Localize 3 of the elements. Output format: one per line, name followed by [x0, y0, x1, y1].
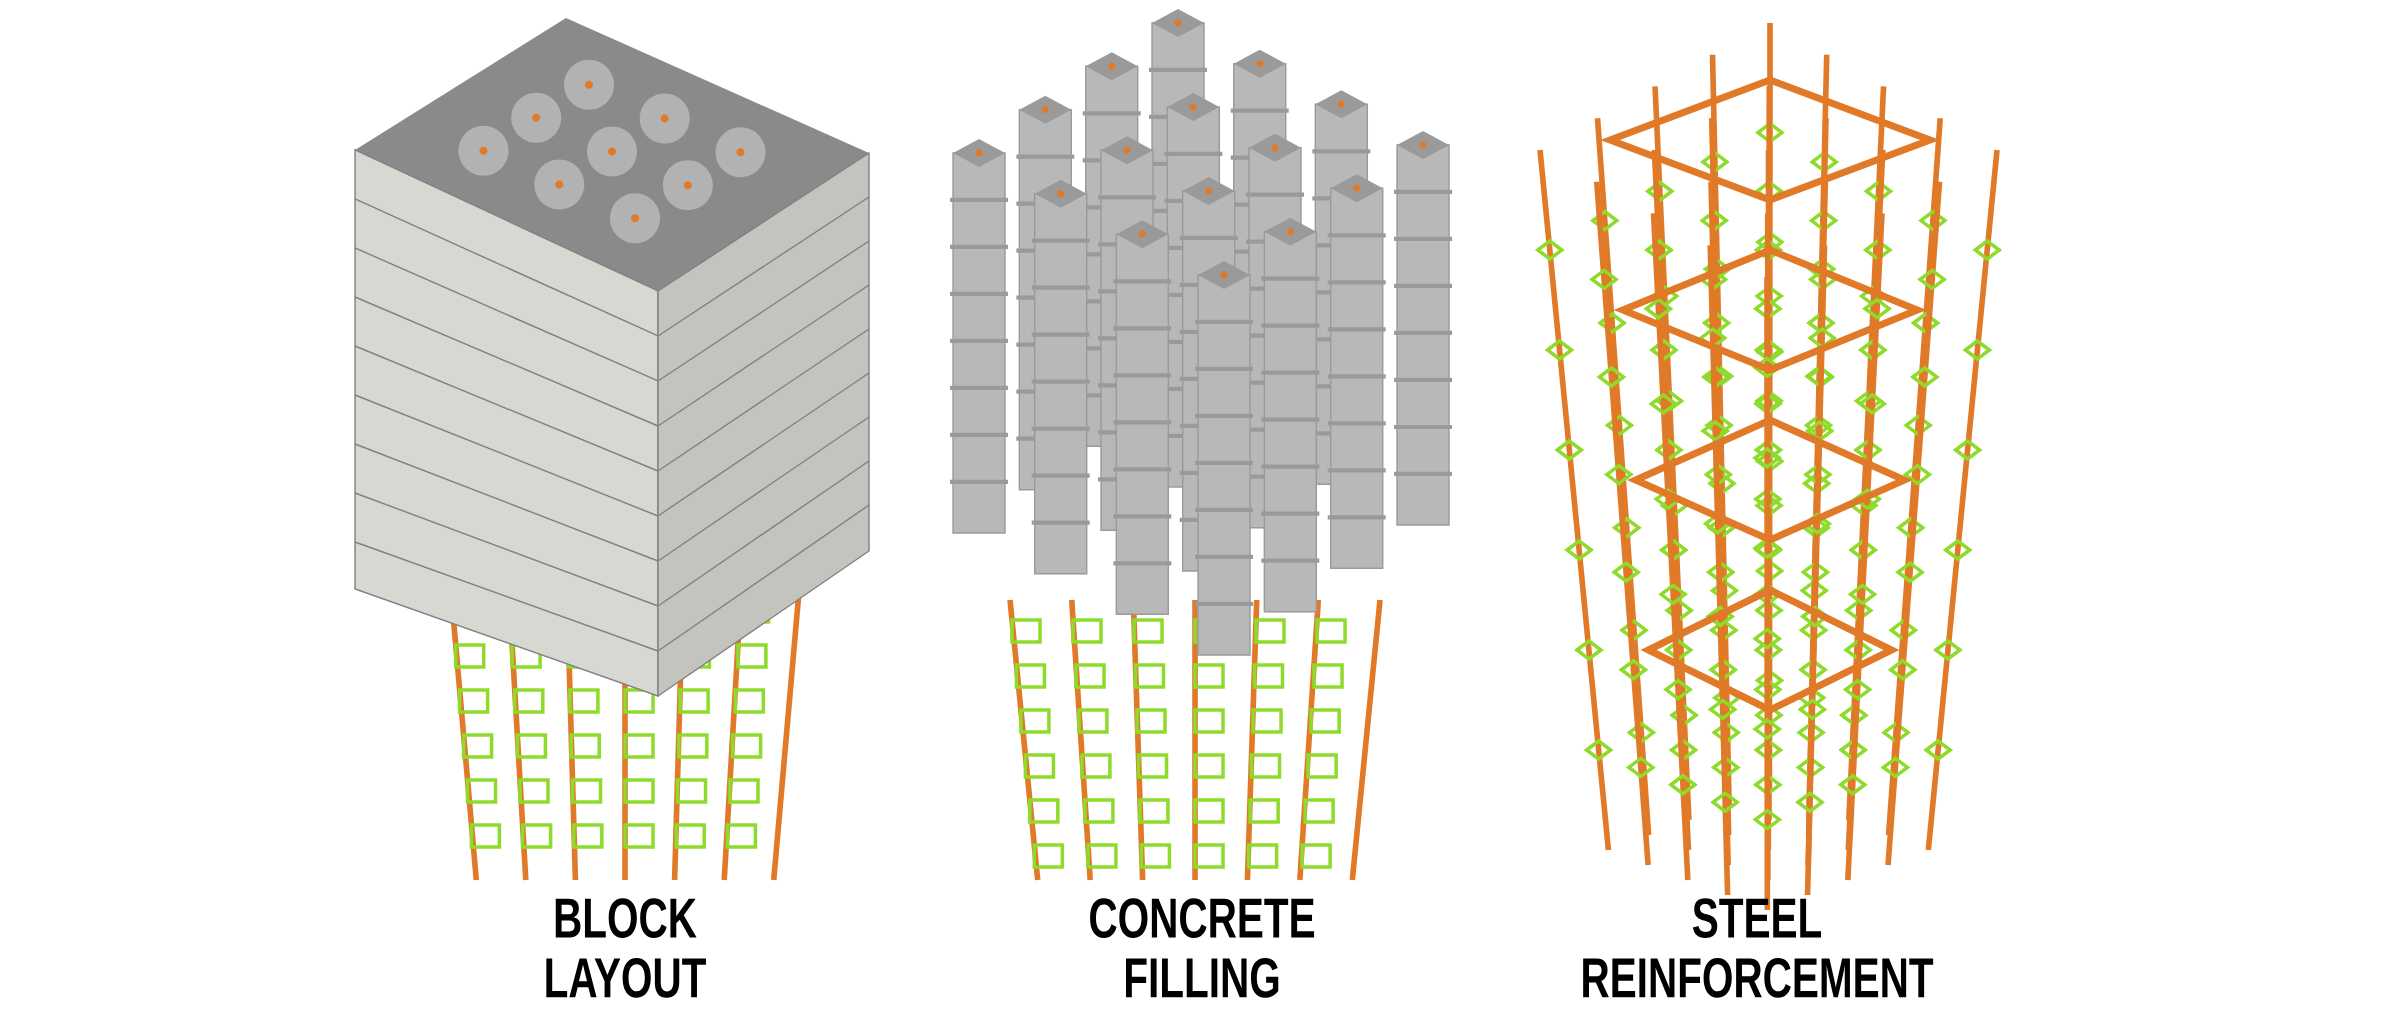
caption: BLOCK LAYOUT: [546, 898, 706, 998]
caption: STEEL REINFORCEMENT: [1583, 898, 1934, 998]
caption: CONCRETE FILLING: [1090, 898, 1315, 998]
